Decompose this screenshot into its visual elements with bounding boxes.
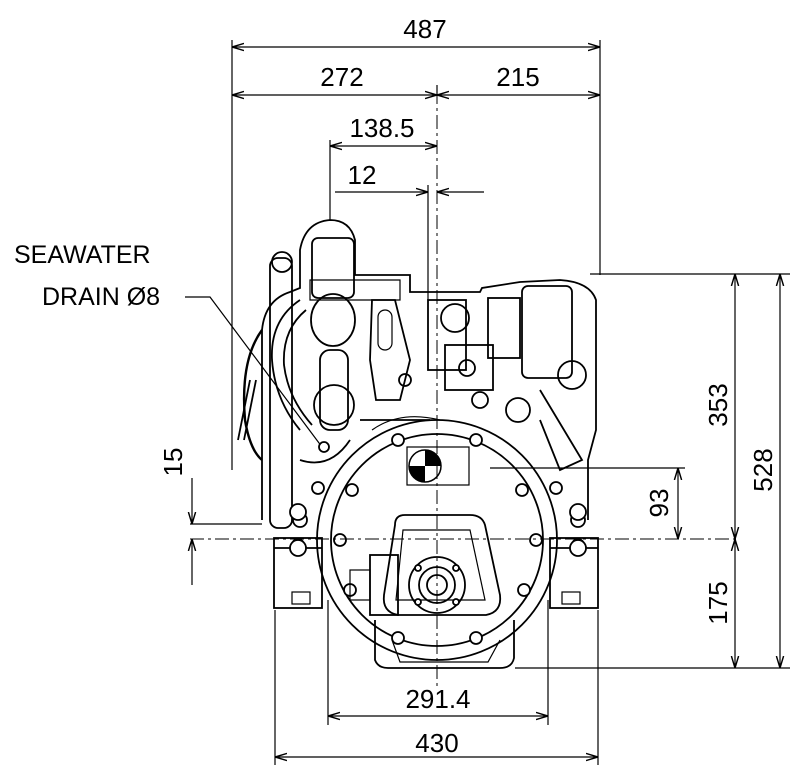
dim-left-width: 272	[320, 62, 363, 92]
dim-base-430: 430	[415, 728, 458, 758]
dimension-labels: 487 272 215 138.5 12 291.4 430 528 353 1…	[158, 14, 778, 758]
dim-offset-12: 12	[348, 160, 377, 190]
dim-offset-138: 138.5	[349, 113, 414, 143]
seawater-drain-note: SEAWATER DRAIN Ø8	[14, 241, 160, 311]
dim-right-width: 215	[496, 62, 539, 92]
engine-outline	[237, 219, 599, 669]
dim-height-175: 175	[703, 581, 733, 624]
seawater-note-line1: SEAWATER	[14, 241, 151, 269]
dim-overall-width: 487	[403, 14, 446, 44]
dim-height-93: 93	[644, 489, 674, 518]
center-of-gravity-icon	[406, 446, 470, 486]
extension-lines	[190, 40, 790, 765]
seawater-note-line2: DRAIN Ø8	[42, 283, 160, 311]
dimension-lines	[185, 47, 780, 757]
dim-height-528: 528	[748, 448, 778, 491]
dim-offset-15: 15	[158, 448, 188, 477]
dim-flange-291: 291.4	[405, 684, 470, 714]
dim-height-353: 353	[703, 383, 733, 426]
